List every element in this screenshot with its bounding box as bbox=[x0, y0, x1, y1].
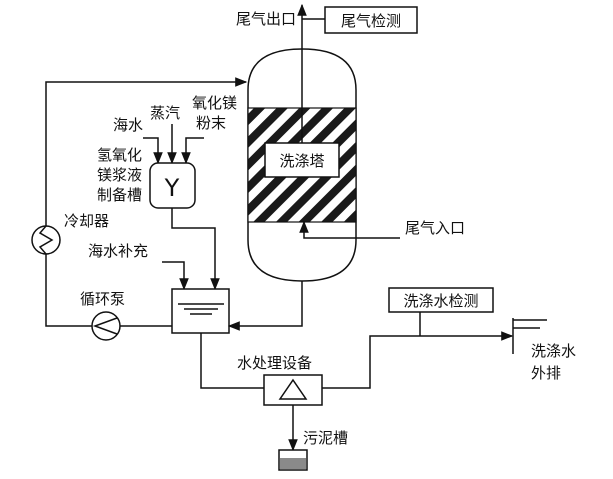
scrubber-label-box bbox=[264, 142, 340, 178]
pump-icon bbox=[91, 311, 121, 341]
sludge-tank-label: 污泥槽 bbox=[303, 429, 348, 447]
sludge-fill bbox=[280, 458, 306, 469]
coil-heat-exchanger-icon bbox=[31, 225, 61, 255]
triangle-filter-icon bbox=[278, 378, 308, 400]
exhaust-monitoring-box bbox=[324, 6, 418, 34]
mgo-label-line1: 氧化镁 bbox=[192, 94, 237, 112]
exhaust-inlet-pipe bbox=[299, 220, 400, 239]
seawater-feed-line bbox=[143, 137, 163, 165]
circulation-pump-label: 循环泵 bbox=[80, 290, 125, 308]
seawater-makeup-line bbox=[162, 261, 189, 291]
pump-to-cooler-line bbox=[45, 254, 92, 327]
seawater-label: 海水 bbox=[113, 116, 143, 134]
cooler-to-scrubber-line bbox=[45, 77, 248, 226]
seawater-makeup-label: 海水补充 bbox=[88, 242, 148, 260]
discharge-outlet bbox=[512, 318, 547, 354]
exhaust-monitoring-label: 尾气检测 bbox=[341, 12, 401, 30]
mgo-label-line2: 粉末 bbox=[196, 114, 226, 132]
tank-label-line3: 制备槽 bbox=[97, 186, 142, 204]
discharge-label-line2: 外排 bbox=[531, 364, 561, 382]
y-agitator-icon: Y bbox=[164, 174, 180, 202]
wash-water-monitoring-label: 洗涤水检测 bbox=[403, 292, 478, 310]
water-treatment-label: 水处理设备 bbox=[237, 354, 312, 372]
exhaust-outlet-label: 尾气出口 bbox=[236, 10, 296, 28]
discharge-label-line1: 洗涤水 bbox=[531, 342, 576, 360]
cooler-label: 冷却器 bbox=[64, 212, 109, 230]
exhaust-inlet-label: 尾气入口 bbox=[405, 219, 465, 237]
scrubber-drain-line bbox=[227, 281, 303, 331]
tank-label-line2: 镁浆液 bbox=[97, 166, 142, 184]
scrubber-vessel-outline bbox=[247, 48, 357, 282]
wash-water-monitoring-box bbox=[388, 287, 494, 313]
basin-to-treatment-line bbox=[200, 333, 264, 389]
discharge-line bbox=[322, 331, 514, 389]
mgo-feed-line bbox=[181, 137, 204, 165]
circulation-basin bbox=[171, 288, 230, 334]
slurry-to-basin-line bbox=[171, 208, 220, 291]
scrubber-label: 洗涤塔 bbox=[279, 152, 324, 170]
tank-label-line1: 氢氧化 bbox=[97, 146, 142, 164]
steam-label: 蒸汽 bbox=[150, 104, 180, 122]
